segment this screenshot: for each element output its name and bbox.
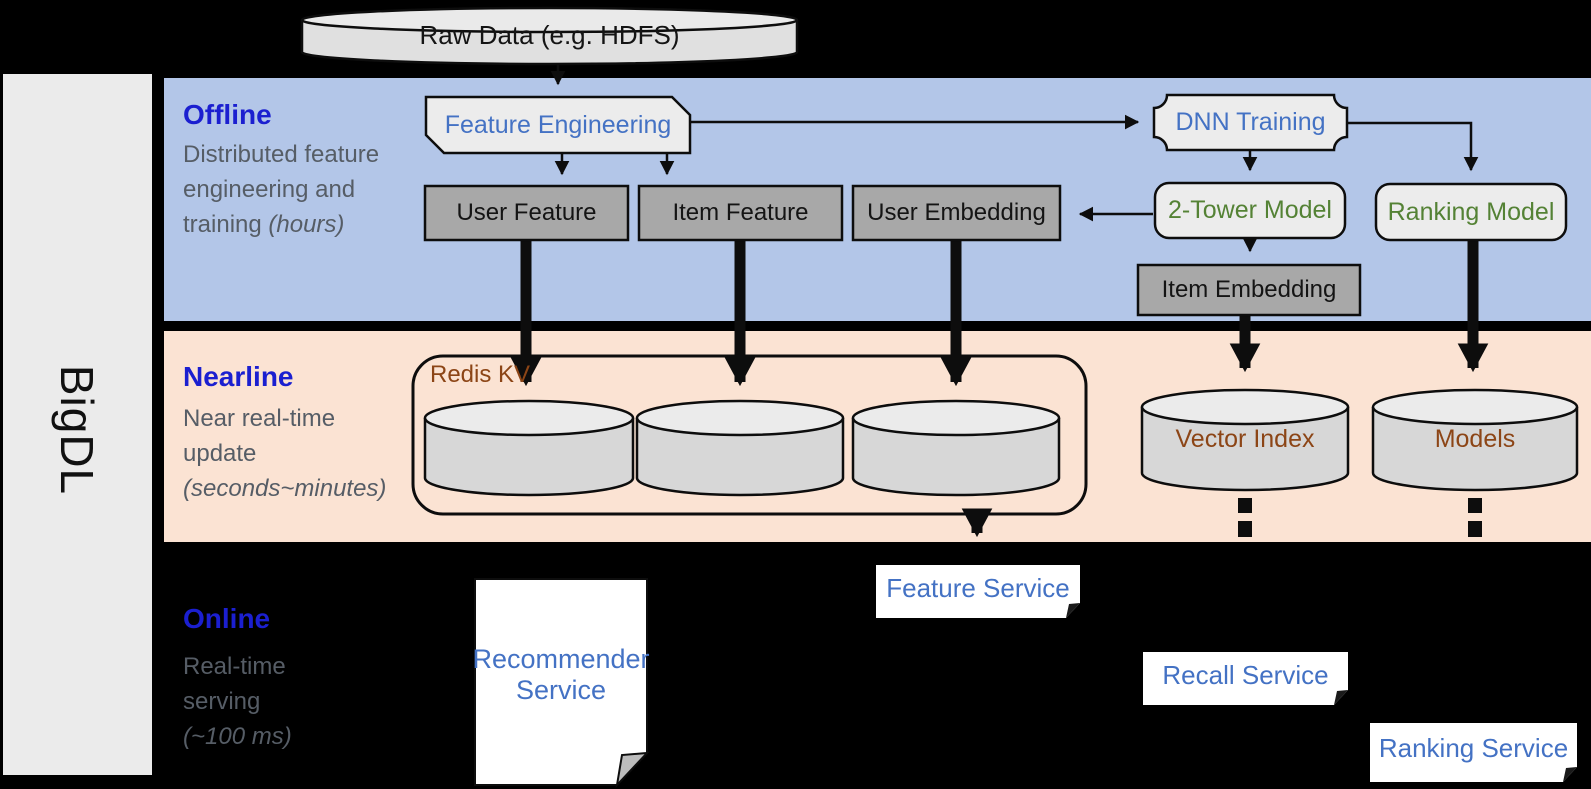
models-cylinder <box>1371 388 1579 492</box>
offline-lane-desc: Distributed feature engineering and trai… <box>183 138 395 288</box>
item-feature-label: Item Feature <box>672 199 809 227</box>
models-label: Models <box>1434 425 1516 454</box>
feature-service-box <box>876 565 1080 618</box>
offline-desc-text: Distributed feature engineering and trai… <box>183 141 380 238</box>
feature-engineering-shape <box>424 95 692 155</box>
redis-cylinder-1 <box>423 399 635 497</box>
ranking-service-box <box>1370 723 1577 782</box>
recall-service-box <box>1143 652 1348 705</box>
user-feature-box <box>423 184 630 242</box>
dotted-connector-vector-index <box>1238 498 1252 537</box>
dnn-training-shape <box>1152 93 1349 152</box>
feature-service-label: Feature Service <box>886 573 1070 604</box>
online-desc-text: Real-time serving <box>183 653 286 715</box>
item-embedding-label: Item Embedding <box>1161 276 1337 304</box>
dotted-connector-models <box>1468 498 1482 537</box>
vector-index-label: Vector Index <box>1175 425 1315 454</box>
recommender-service-document <box>474 578 650 789</box>
item-feature-box <box>637 184 844 242</box>
ranking-model-box <box>1374 182 1568 242</box>
ranking-service-label: Ranking Service <box>1378 733 1569 764</box>
two-tower-model-box <box>1153 181 1347 240</box>
redis-cylinder-2 <box>635 399 845 497</box>
offline-lane-title: Offline <box>183 98 272 130</box>
raw-data-cylinder <box>300 6 799 66</box>
user-embedding-label: User Embedding <box>867 199 1046 227</box>
online-desc-note: (~100 ms) <box>183 722 292 750</box>
raw-data-label: Raw Data (e.g. HDFS) <box>419 20 680 51</box>
nearline-lane-title: Nearline <box>183 360 294 392</box>
online-lane-title: Online <box>183 602 271 634</box>
redis-cylinder-3 <box>851 399 1061 497</box>
nearline-desc-text: Near real-time update <box>183 405 336 467</box>
user-embedding-box <box>851 184 1062 242</box>
item-embedding-box <box>1136 263 1362 317</box>
online-lane-desc: Real-time serving (~100 ms) <box>183 650 328 760</box>
ranking-model-label: Ranking Model <box>1387 197 1555 226</box>
nearline-desc-note: (seconds~minutes) <box>183 474 387 502</box>
recommender-service-label: Recommender Service <box>472 643 650 705</box>
recall-service-label: Recall Service <box>1162 660 1329 691</box>
redis-kv-label: Redis KV <box>430 361 531 389</box>
nearline-lane-desc: Near real-time update (seconds~minutes) <box>183 402 415 512</box>
arrow-dnn-to-ranking-model <box>1347 121 1479 172</box>
feature-engineering-label: Feature Engineering <box>444 110 672 139</box>
dnn-training-label: DNN Training <box>1175 108 1326 137</box>
two-tower-model-label: 2-Tower Model <box>1168 196 1332 225</box>
offline-desc-note: (hours) <box>268 210 345 238</box>
user-feature-label: User Feature <box>456 199 597 227</box>
bigdl-sidebar <box>3 74 152 775</box>
vector-index-cylinder <box>1140 388 1350 492</box>
redis-kv-container <box>411 354 1088 516</box>
